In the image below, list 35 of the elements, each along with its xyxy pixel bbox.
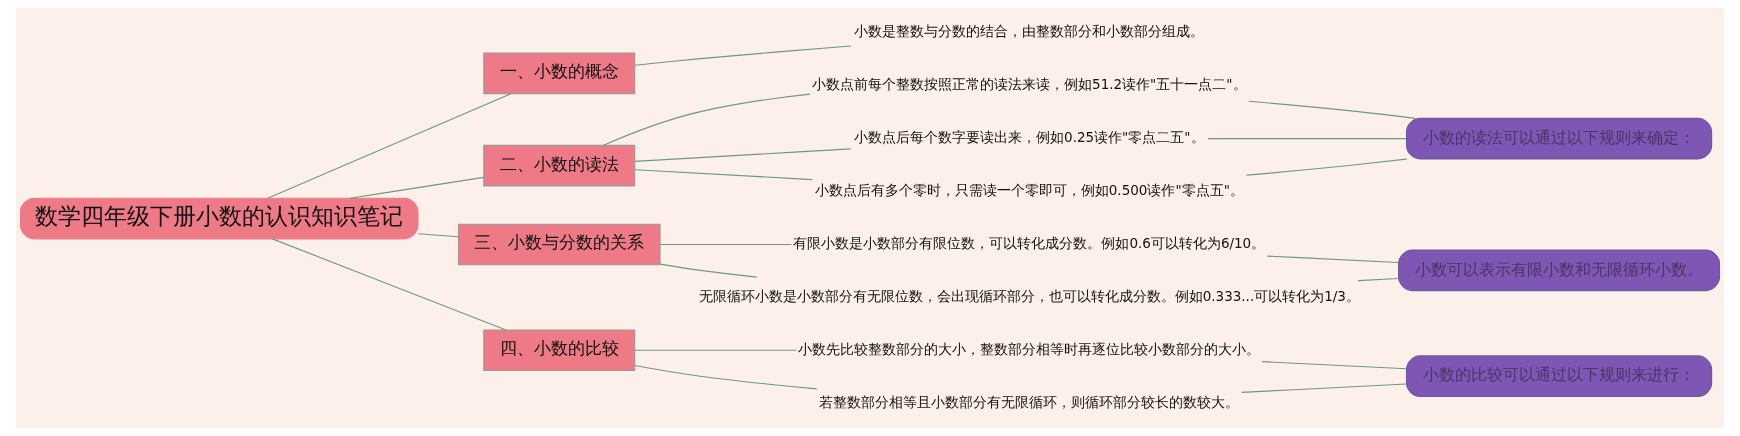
node-text: 小数是整数与分数的结合，由整数部分和小数部分组成。 — [854, 23, 1205, 40]
node-box: 二、小数的读法 — [483, 144, 636, 187]
node-text: 有限小数是小数部分有限位数，可以转化成分数。例如0.6可以转化为6/10。 — [793, 234, 1266, 251]
connector — [1261, 361, 1407, 370]
connector — [603, 93, 811, 146]
connector — [267, 93, 512, 199]
connector — [634, 45, 852, 66]
connector — [1357, 277, 1400, 282]
node-box: 三、小数与分数的关系 — [457, 223, 661, 266]
connector — [1241, 383, 1407, 393]
connector — [634, 148, 852, 162]
node-box: 数学四年级下册小数的认识知识笔记 — [19, 197, 419, 240]
connector — [1248, 100, 1416, 119]
node-text: 小数点后每个数字要读出来，例如0.25读作"零点二五"。 — [854, 129, 1205, 146]
node-text: 小数先比较整数部分的大小，整数部分相等时再逐位比较小数部分的大小。 — [798, 340, 1261, 357]
node-box: 一、小数的概念 — [483, 52, 636, 95]
connector — [1245, 158, 1408, 176]
connector — [349, 176, 485, 199]
node-box: 小数的读法可以通过以下规则来确定： — [1405, 117, 1713, 160]
connector — [659, 263, 758, 278]
node-text: 小数点前每个整数按照正常的读法来读，例如51.2读作"五十一点二"。 — [812, 76, 1247, 93]
node-box: 小数的比较可以通过以下规则来进行： — [1405, 355, 1713, 398]
connector — [417, 233, 459, 238]
connector — [634, 349, 798, 351]
node-box: 四、小数的比较 — [483, 329, 636, 372]
node-text: 无限循环小数是小数部分有无限位数，会出现循环部分，也可以转化成分数。例如0.333...可以转化为1/3。 — [698, 287, 1360, 304]
connector — [271, 238, 507, 331]
node-text: 若整数部分相等且小数部分有无限循环，则循环部分较长的数较大。 — [819, 393, 1240, 410]
node-box: 小数可以表示有限小数和无限循环小数。 — [1398, 249, 1721, 292]
connector — [659, 243, 793, 246]
connector — [634, 364, 818, 390]
connector — [1207, 138, 1407, 140]
connector — [1266, 255, 1399, 264]
connector — [634, 169, 813, 181]
node-text: 小数点后有多个零时，只需读一个零即可，例如0.500读作"零点五"。 — [814, 182, 1244, 199]
